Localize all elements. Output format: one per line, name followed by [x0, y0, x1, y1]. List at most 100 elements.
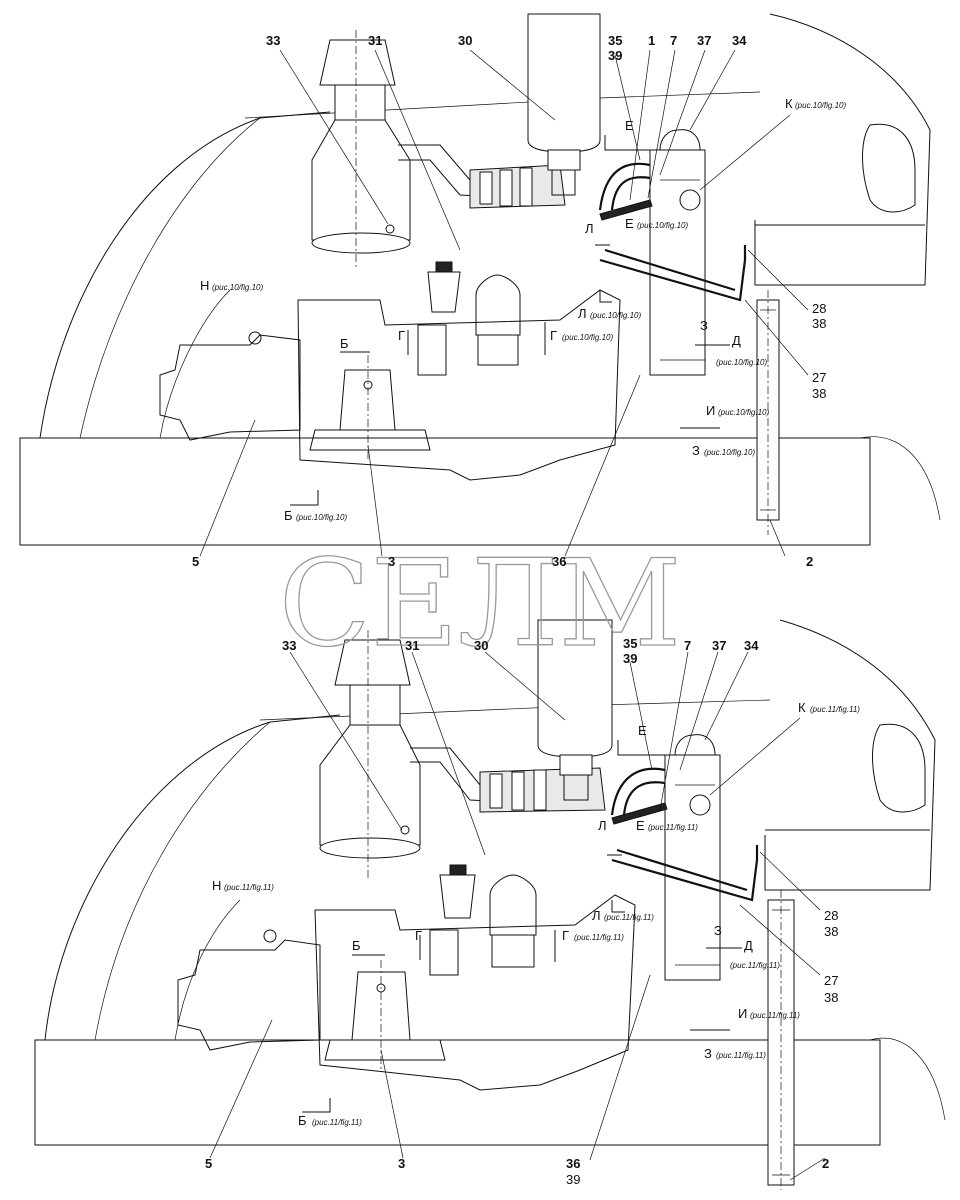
callout-2-bottom: 2	[822, 1156, 829, 1171]
marker-I-ref-bottom: (рис.11/fig.11)	[750, 1011, 800, 1020]
callout-28-bottom: 28	[824, 908, 838, 923]
callout-36-top: 36	[552, 554, 566, 569]
marker-Z1-top: З	[700, 318, 708, 333]
marker-G1-bottom: Г	[415, 928, 422, 943]
marker-E1-bottom: Е	[638, 723, 647, 738]
marker-K-bottom: К	[798, 700, 806, 715]
callout-38a-bottom: 38	[824, 924, 838, 939]
marker-D-top: Д	[732, 333, 741, 348]
marker-D-bottom: Д	[744, 938, 753, 953]
marker-N-ref-top: (рис.10/fig.10)	[212, 283, 263, 292]
callout-1-top: 1	[648, 33, 655, 48]
marker-B-ref-top: (рис.10/fig.10)	[296, 513, 347, 522]
callout-33-top: 33	[266, 33, 280, 48]
marker-I-ref-top: (рис.10/fig.10)	[718, 408, 769, 417]
marker-K-ref-top: (рис.10/fig.10)	[795, 101, 846, 110]
callout-39a-bottom: 39	[623, 651, 637, 666]
radiator-top	[649, 149, 706, 376]
marker-B2-bottom: Б	[298, 1113, 307, 1128]
marker-B1-top: Б	[340, 336, 349, 351]
marker-E2-top: Е	[625, 216, 634, 231]
marker-E-ref-top: (рис.10/fig.10)	[637, 221, 688, 230]
air-cleaner-bottom	[334, 639, 411, 686]
callout-36-bottom: 36	[566, 1156, 580, 1171]
marker-L2-bottom: Л	[592, 908, 601, 923]
marker-B1-bottom: Б	[352, 938, 361, 953]
callout-35-bottom: 35	[623, 636, 637, 651]
marker-Z2-bottom: З	[704, 1046, 712, 1061]
callout-37-bottom: 37	[712, 638, 726, 653]
marker-E1-top: Е	[625, 118, 634, 133]
top-labels: 33 31 30 35 39 1 7 37 34 28 38 27 38 2 5…	[192, 33, 846, 569]
marker-G1-top: Г	[398, 328, 405, 343]
marker-G-ref-bottom: (рис.11/fig.11)	[574, 933, 624, 942]
callout-7-top: 7	[670, 33, 677, 48]
callout-27-top: 27	[812, 370, 826, 385]
callout-34-bottom: 34	[744, 638, 759, 653]
watermark-text: СЕЛМ	[279, 535, 681, 674]
callout-27-bottom: 27	[824, 973, 838, 988]
callout-38a-top: 38	[812, 316, 826, 331]
marker-N-ref-bottom: (рис.11/fig.11)	[224, 883, 274, 892]
marker-K-ref-bottom: (рис.11/fig.11)	[810, 705, 860, 714]
fender-arc-top	[39, 111, 331, 439]
marker-Z-ref-bottom: (рис.11/fig.11)	[716, 1051, 766, 1060]
callout-5-bottom: 5	[205, 1156, 212, 1171]
gearbox-top	[159, 334, 301, 441]
bottom-assembly-view	[34, 619, 946, 1190]
callout-39-top: 39	[608, 48, 622, 63]
marker-L-ref-top: (рис.10/fig.10)	[590, 311, 641, 320]
reservoir-30-top	[527, 13, 601, 153]
callout-31-bottom: 31	[405, 638, 419, 653]
marker-D-ref-top: (рис.10/fig.10)	[716, 358, 767, 367]
marker-N-bottom: Н	[212, 878, 221, 893]
fuel-filter-left-top	[427, 271, 461, 313]
marker-G-ref-top: (рис.10/fig.10)	[562, 333, 613, 342]
marker-L-ref-bottom: (рис.11/fig.11)	[604, 913, 654, 922]
callout-28-top: 28	[812, 301, 826, 316]
callout-33-bottom: 33	[282, 638, 296, 653]
fuel-filter-right-bottom	[489, 874, 537, 936]
marker-L1-bottom: Л	[598, 818, 607, 833]
frame-rail-bottom	[34, 1039, 881, 1146]
marker-D-ref-bottom: (рис.11/fig.11)	[730, 961, 780, 970]
callout-3-top: 3	[388, 554, 395, 569]
callout-2-top: 2	[806, 554, 813, 569]
callout-35-top: 35	[608, 33, 622, 48]
marker-Z1-bottom: З	[714, 923, 722, 938]
air-cleaner-top	[319, 39, 396, 86]
callout-37-top: 37	[697, 33, 711, 48]
marker-B2-top: Б	[284, 508, 293, 523]
callout-38b-bottom: 38	[824, 990, 838, 1005]
marker-Z2-top: З	[692, 443, 700, 458]
gearbox-bottom	[177, 939, 321, 1051]
marker-G2-top: Г	[550, 328, 557, 343]
marker-I-bottom: И	[738, 1006, 747, 1021]
callout-39b-bottom: 39	[566, 1172, 580, 1187]
marker-L1-top: Л	[585, 221, 594, 236]
engine-block-top	[297, 289, 621, 481]
fuel-filter-right-top	[475, 274, 521, 336]
callout-3-bottom: 3	[398, 1156, 405, 1171]
callout-38b-top: 38	[812, 386, 826, 401]
marker-G2-bottom: Г	[562, 928, 569, 943]
marker-Z-ref-top: (рис.10/fig.10)	[704, 448, 755, 457]
marker-E2-bottom: Е	[636, 818, 645, 833]
cab-top	[754, 13, 931, 286]
engine-block-bottom	[314, 894, 636, 1091]
top-assembly-view	[19, 13, 941, 557]
marker-K-top: К	[785, 96, 793, 111]
callout-30-top: 30	[458, 33, 472, 48]
fuel-filter-left-bottom	[439, 874, 476, 919]
marker-B-ref-bottom: (рис.11/fig.11)	[312, 1118, 362, 1127]
callout-34-top: 34	[732, 33, 747, 48]
cab-bottom	[764, 619, 936, 891]
marker-I-top: И	[706, 403, 715, 418]
callout-31-top: 31	[368, 33, 382, 48]
callout-30-bottom: 30	[474, 638, 488, 653]
callout-7-bottom: 7	[684, 638, 691, 653]
marker-N-top: Н	[200, 278, 209, 293]
callout-5-top: 5	[192, 554, 199, 569]
radiator-bottom	[664, 754, 721, 981]
